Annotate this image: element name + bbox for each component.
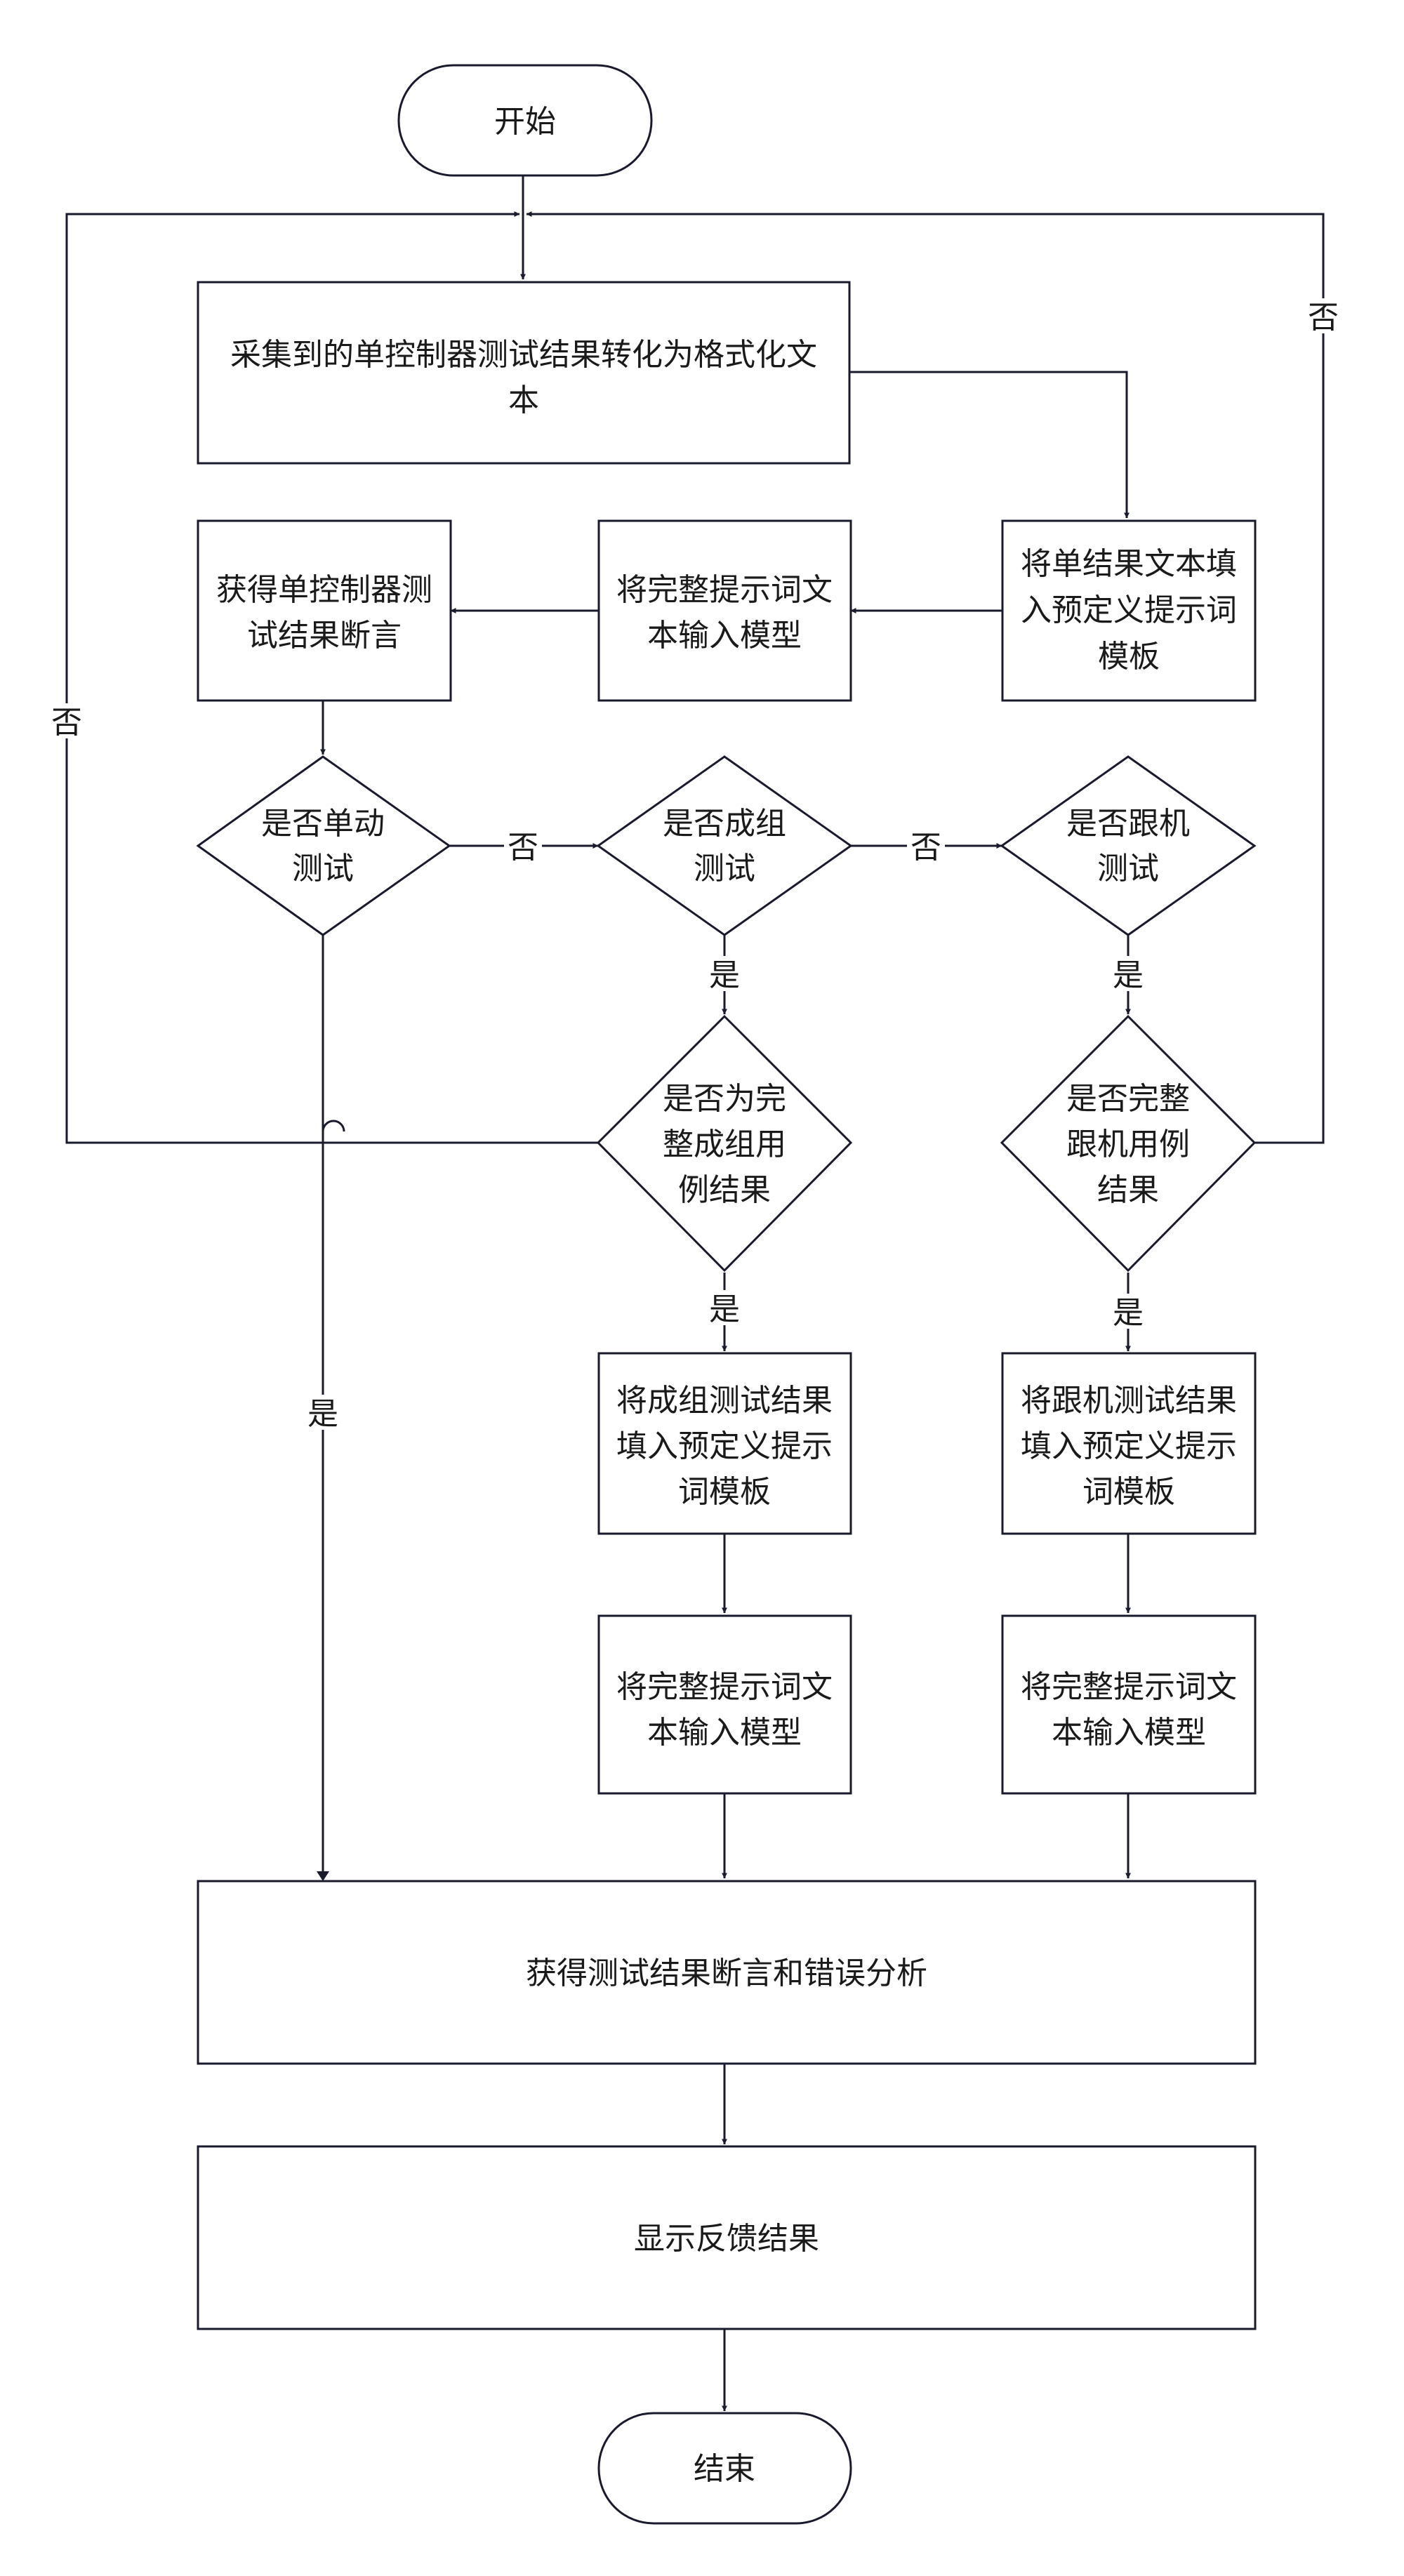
label-single-no: 否	[508, 830, 538, 865]
input-model-1-line-1: 将完整提示词文	[616, 573, 833, 607]
fill-group-box: 将成组测试结果 填入预定义提示 词模板	[597, 1352, 852, 1535]
input-model-box-1: 将完整提示词文 本输入模型	[597, 519, 852, 702]
label-group-complete-yes: 是	[709, 1292, 740, 1327]
analysis-label: 获得测试结果断言和错误分析	[526, 1956, 927, 1991]
collect-line-1: 采集到的单控制器测试结果转化为格式化文	[230, 338, 817, 372]
label-follow-complete-no: 否	[1308, 300, 1339, 335]
fill-follow-line-1: 将跟机测试结果	[1021, 1383, 1237, 1418]
label-group-no: 否	[910, 830, 941, 865]
arrow-single-yes-head	[317, 1871, 329, 1881]
q-follow-complete-line-3: 结果	[1097, 1173, 1159, 1207]
label-group-complete-no: 否	[51, 705, 82, 740]
input-model-1-line-2: 本输入模型	[647, 618, 802, 653]
label-group-yes: 是	[709, 958, 740, 992]
collect-line-2: 本	[508, 383, 539, 418]
decision-follow: 是否跟机 测试	[1000, 755, 1257, 936]
q-follow-complete-line-1: 是否完整	[1066, 1082, 1190, 1116]
label-follow-complete-yes: 是	[1113, 1296, 1144, 1330]
decision-group-complete: 是否为完 整成组用 例结果	[596, 1014, 853, 1273]
q-follow-line-1: 是否跟机	[1066, 806, 1190, 841]
input-model-box-2: 将完整提示词文 本输入模型	[597, 1614, 852, 1795]
decision-follow-complete: 是否完整 跟机用例 结果	[1000, 1014, 1257, 1273]
feedback-box: 显示反馈结果	[197, 2145, 1257, 2330]
analysis-box: 获得测试结果断言和错误分析	[197, 1880, 1257, 2065]
q-group-line-1: 是否成组	[663, 806, 786, 841]
label-follow-yes: 是	[1113, 958, 1144, 992]
label-single-yes: 是	[307, 1397, 338, 1431]
q-single-line-2: 测试	[292, 851, 354, 886]
fill-follow-box: 将跟机测试结果 填入预定义提示 词模板	[1001, 1352, 1257, 1535]
fill-group-line-3: 词模板	[678, 1475, 771, 1509]
fill-group-line-2: 填入预定义提示	[616, 1429, 833, 1463]
fill-single-line-3: 模板	[1098, 639, 1160, 674]
edge-labels: 否 否 是 是 是 是 是 否 否	[48, 298, 1342, 1431]
decision-single: 是否单动 测试	[196, 755, 451, 936]
input-model-3-line-2: 本输入模型	[1052, 1715, 1206, 1750]
collect-box: 采集到的单控制器测试结果转化为格式化文 本	[197, 281, 851, 465]
decision-group: 是否成组 测试	[596, 755, 853, 936]
end-node: 结束	[597, 2412, 852, 2525]
arrow-single-yes	[322, 935, 345, 1878]
end-label: 结束	[694, 2452, 755, 2486]
input-model-box-3: 将完整提示词文 本输入模型	[1001, 1614, 1257, 1795]
start-node: 开始	[397, 64, 653, 177]
connectors	[65, 175, 1325, 2412]
q-group-complete-line-1: 是否为完	[663, 1082, 786, 1116]
q-group-complete-line-2: 整成组用	[663, 1127, 786, 1162]
fill-single-line-2: 入预定义提示词	[1021, 593, 1237, 628]
input-model-3-line-1: 将完整提示词文	[1021, 1670, 1237, 1704]
q-group-line-2: 测试	[694, 851, 755, 886]
input-model-2-line-2: 本输入模型	[647, 1715, 802, 1750]
fill-single-box: 将单结果文本填 入预定义提示词 模板	[1001, 519, 1257, 702]
q-single-line-1: 是否单动	[261, 806, 385, 841]
fill-single-line-1: 将单结果文本填	[1021, 547, 1237, 581]
fill-follow-line-3: 词模板	[1082, 1475, 1175, 1509]
get-assert-box: 获得单控制器测 试结果断言	[197, 519, 452, 702]
arrow-collect-to-fill-single	[849, 371, 1130, 519]
start-label: 开始	[494, 105, 556, 139]
q-group-complete-line-3: 例结果	[678, 1173, 771, 1207]
feedback-label: 显示反馈结果	[634, 2222, 819, 2256]
fill-follow-line-2: 填入预定义提示	[1021, 1429, 1237, 1463]
input-model-2-line-1: 将完整提示词文	[616, 1670, 833, 1704]
arrow-follow-complete-no	[526, 211, 1325, 1144]
q-follow-line-2: 测试	[1097, 851, 1159, 886]
arrow-group-complete-no	[65, 211, 598, 1144]
get-assert-line-1: 获得单控制器测	[216, 573, 432, 607]
get-assert-line-2: 试结果断言	[247, 618, 402, 653]
fill-group-line-1: 将成组测试结果	[616, 1383, 833, 1418]
q-follow-complete-line-2: 跟机用例	[1066, 1127, 1190, 1162]
